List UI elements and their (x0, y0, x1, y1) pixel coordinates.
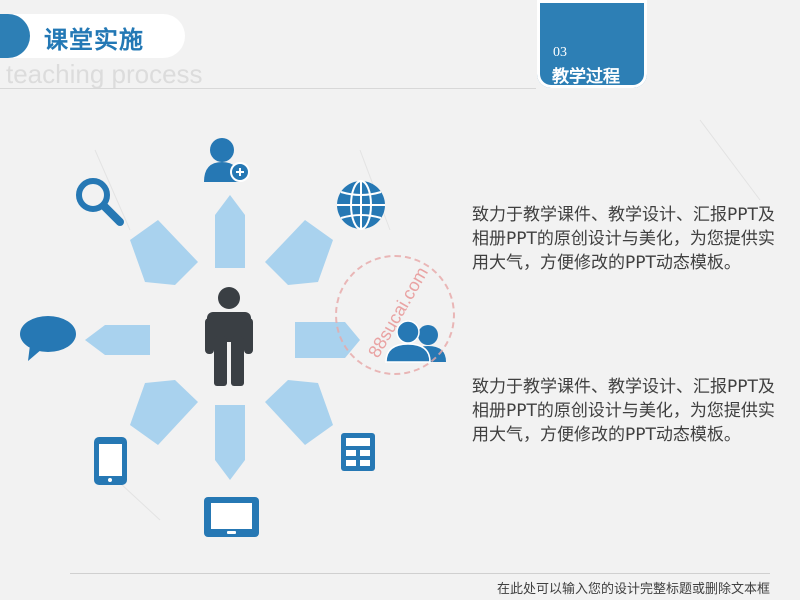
arrow-up-left (130, 220, 198, 285)
add-user-icon (204, 138, 250, 182)
search-icon (76, 178, 124, 226)
arrow-left (85, 325, 150, 355)
footer-text: 在此处可以输入您的设计完整标题或删除文本框 (496, 582, 770, 597)
calculator-icon (341, 433, 375, 471)
arrow-down-left (130, 380, 198, 445)
arrow-up-right (265, 220, 333, 285)
header-bar (0, 14, 185, 58)
phone-icon (94, 437, 127, 485)
arrow-down-right (265, 380, 333, 445)
page-subtitle: teaching process (6, 59, 203, 89)
person-icon (205, 287, 253, 386)
tablet-landscape-icon (204, 497, 259, 537)
footer-divider (70, 573, 770, 574)
section-number: 03 (553, 45, 567, 60)
header-divider (0, 88, 536, 89)
arrow-up (215, 195, 245, 268)
content-paragraph: 致力于教学课件、教学设计、汇报PPT及相册PPT的原创设计与美化，为您提供实用大… (472, 205, 775, 273)
section-tab (537, 0, 647, 88)
section-label: 教学过程 (552, 67, 620, 87)
globe-icon (337, 180, 385, 230)
content-paragraph: 致力于教学课件、教学设计、汇报PPT及相册PPT的原创设计与美化，为您提供实用大… (472, 377, 775, 445)
arrow-down (215, 405, 245, 480)
chat-bubble-icon (20, 316, 76, 361)
page-title: 课堂实施 (44, 26, 144, 54)
watermark-stamp (335, 255, 455, 375)
